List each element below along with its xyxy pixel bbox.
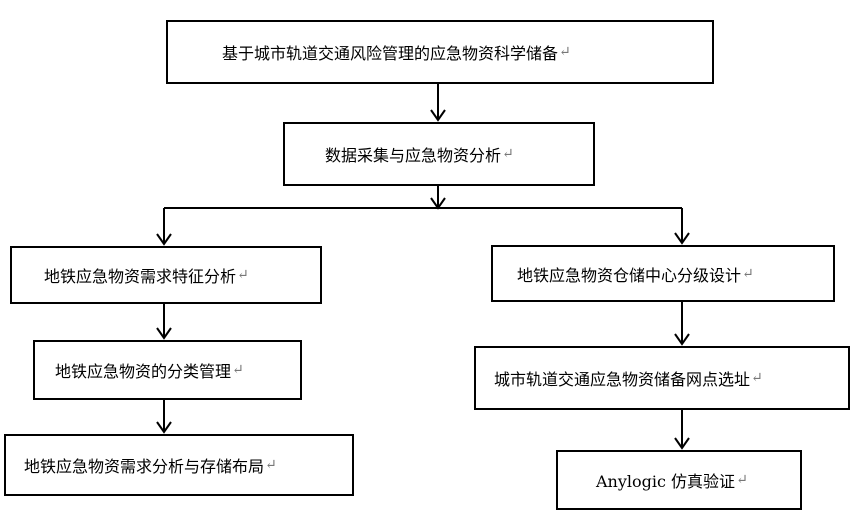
arrowhead-left2-to-left3 <box>156 421 172 434</box>
paragraph-mark-icon: ↵ <box>736 472 748 488</box>
paragraph-mark-icon: ↵ <box>232 362 244 378</box>
paragraph-mark-icon: ↵ <box>237 267 249 283</box>
node-data-analysis: 数据采集与应急物资分析↵ <box>283 122 595 186</box>
node-right-2: 城市轨道交通应急物资储备网点选址↵ <box>474 346 850 410</box>
paragraph-mark-icon: ↵ <box>502 146 514 162</box>
paragraph-mark-icon: ↵ <box>265 457 277 473</box>
paragraph-mark-icon: ↵ <box>742 265 754 282</box>
arrowhead-right1-to-right2 <box>674 333 690 346</box>
node-left-3: 地铁应急物资需求分析与存储布局↵ <box>4 434 354 496</box>
node-right-1-label: 地铁应急物资仓储中心分级设计 <box>517 265 742 285</box>
node-data-analysis-label: 数据采集与应急物资分析 <box>325 146 502 165</box>
paragraph-mark-icon: ↵ <box>751 370 763 386</box>
node-left-2: 地铁应急物资的分类管理↵ <box>33 340 302 400</box>
node-right-3-label: Anylogic 仿真验证 <box>596 472 736 491</box>
arrowhead-split-to-right1 <box>674 232 690 245</box>
paragraph-mark-icon: ↵ <box>559 44 571 60</box>
arrowhead-split-to-left1 <box>156 233 172 246</box>
node-left-2-label: 地铁应急物资的分类管理 <box>55 362 232 381</box>
node-left-1-label: 地铁应急物资需求特征分析 <box>44 267 237 286</box>
node-right-2-label: 城市轨道交通应急物资储备网点选址 <box>494 370 751 389</box>
arrowhead-root-to-data <box>430 109 446 122</box>
node-left-3-label: 地铁应急物资需求分析与存储布局 <box>24 457 265 476</box>
node-right-1: 地铁应急物资仓储中心分级设计↵ <box>491 245 835 302</box>
node-right-3: Anylogic 仿真验证↵ <box>556 450 802 510</box>
node-root-label: 基于城市轨道交通风险管理的应急物资科学储备 <box>222 44 559 63</box>
node-left-1: 地铁应急物资需求特征分析↵ <box>10 246 322 304</box>
node-root: 基于城市轨道交通风险管理的应急物资科学储备↵ <box>166 20 714 84</box>
arrowhead-right2-to-right3 <box>674 437 690 450</box>
arrowhead-left1-to-left2 <box>156 327 172 340</box>
